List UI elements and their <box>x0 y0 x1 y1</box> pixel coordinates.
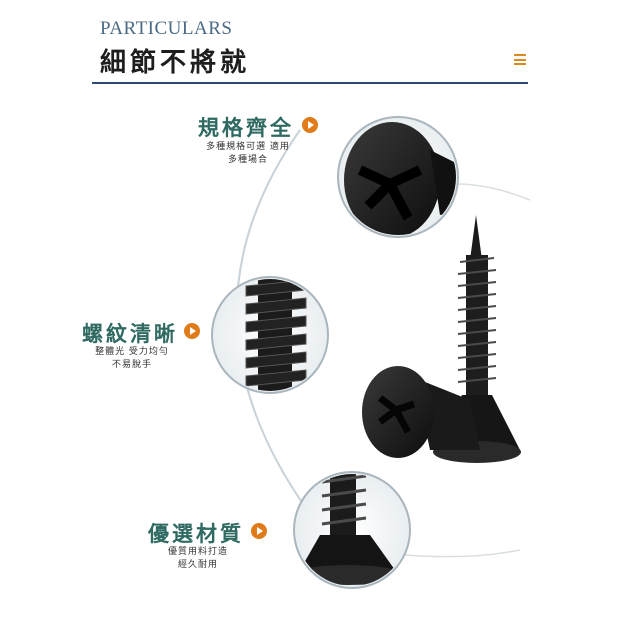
feature-desc-thread: 整體光 受力均勻 不易脫手 <box>95 347 169 370</box>
header-title-en: PARTICULARS <box>100 18 233 39</box>
arrow-right-icon[interactable] <box>302 117 318 133</box>
feature-title-specs: 規格齊全 <box>198 115 294 140</box>
screw-lying <box>362 366 480 458</box>
detail-circle-head <box>337 116 459 238</box>
detail-circle-thread <box>211 276 329 394</box>
feature-title-thread: 螺紋清晰 <box>82 321 178 346</box>
feature-desc-material: 優質用料打造 經久耐用 <box>167 547 228 570</box>
detail-circle-material <box>293 471 411 589</box>
feature-title-material: 優選材質 <box>148 521 244 546</box>
header-divider <box>92 82 528 84</box>
header-title-zh: 細節不將就 <box>100 48 251 78</box>
menu-icon[interactable] <box>514 54 526 65</box>
feature-desc-specs: 多種規格可選 適用 多種場合 <box>206 142 290 165</box>
decor-arc-bottom <box>404 549 521 558</box>
arrow-right-icon[interactable] <box>251 523 267 539</box>
arrow-right-icon[interactable] <box>184 323 200 339</box>
